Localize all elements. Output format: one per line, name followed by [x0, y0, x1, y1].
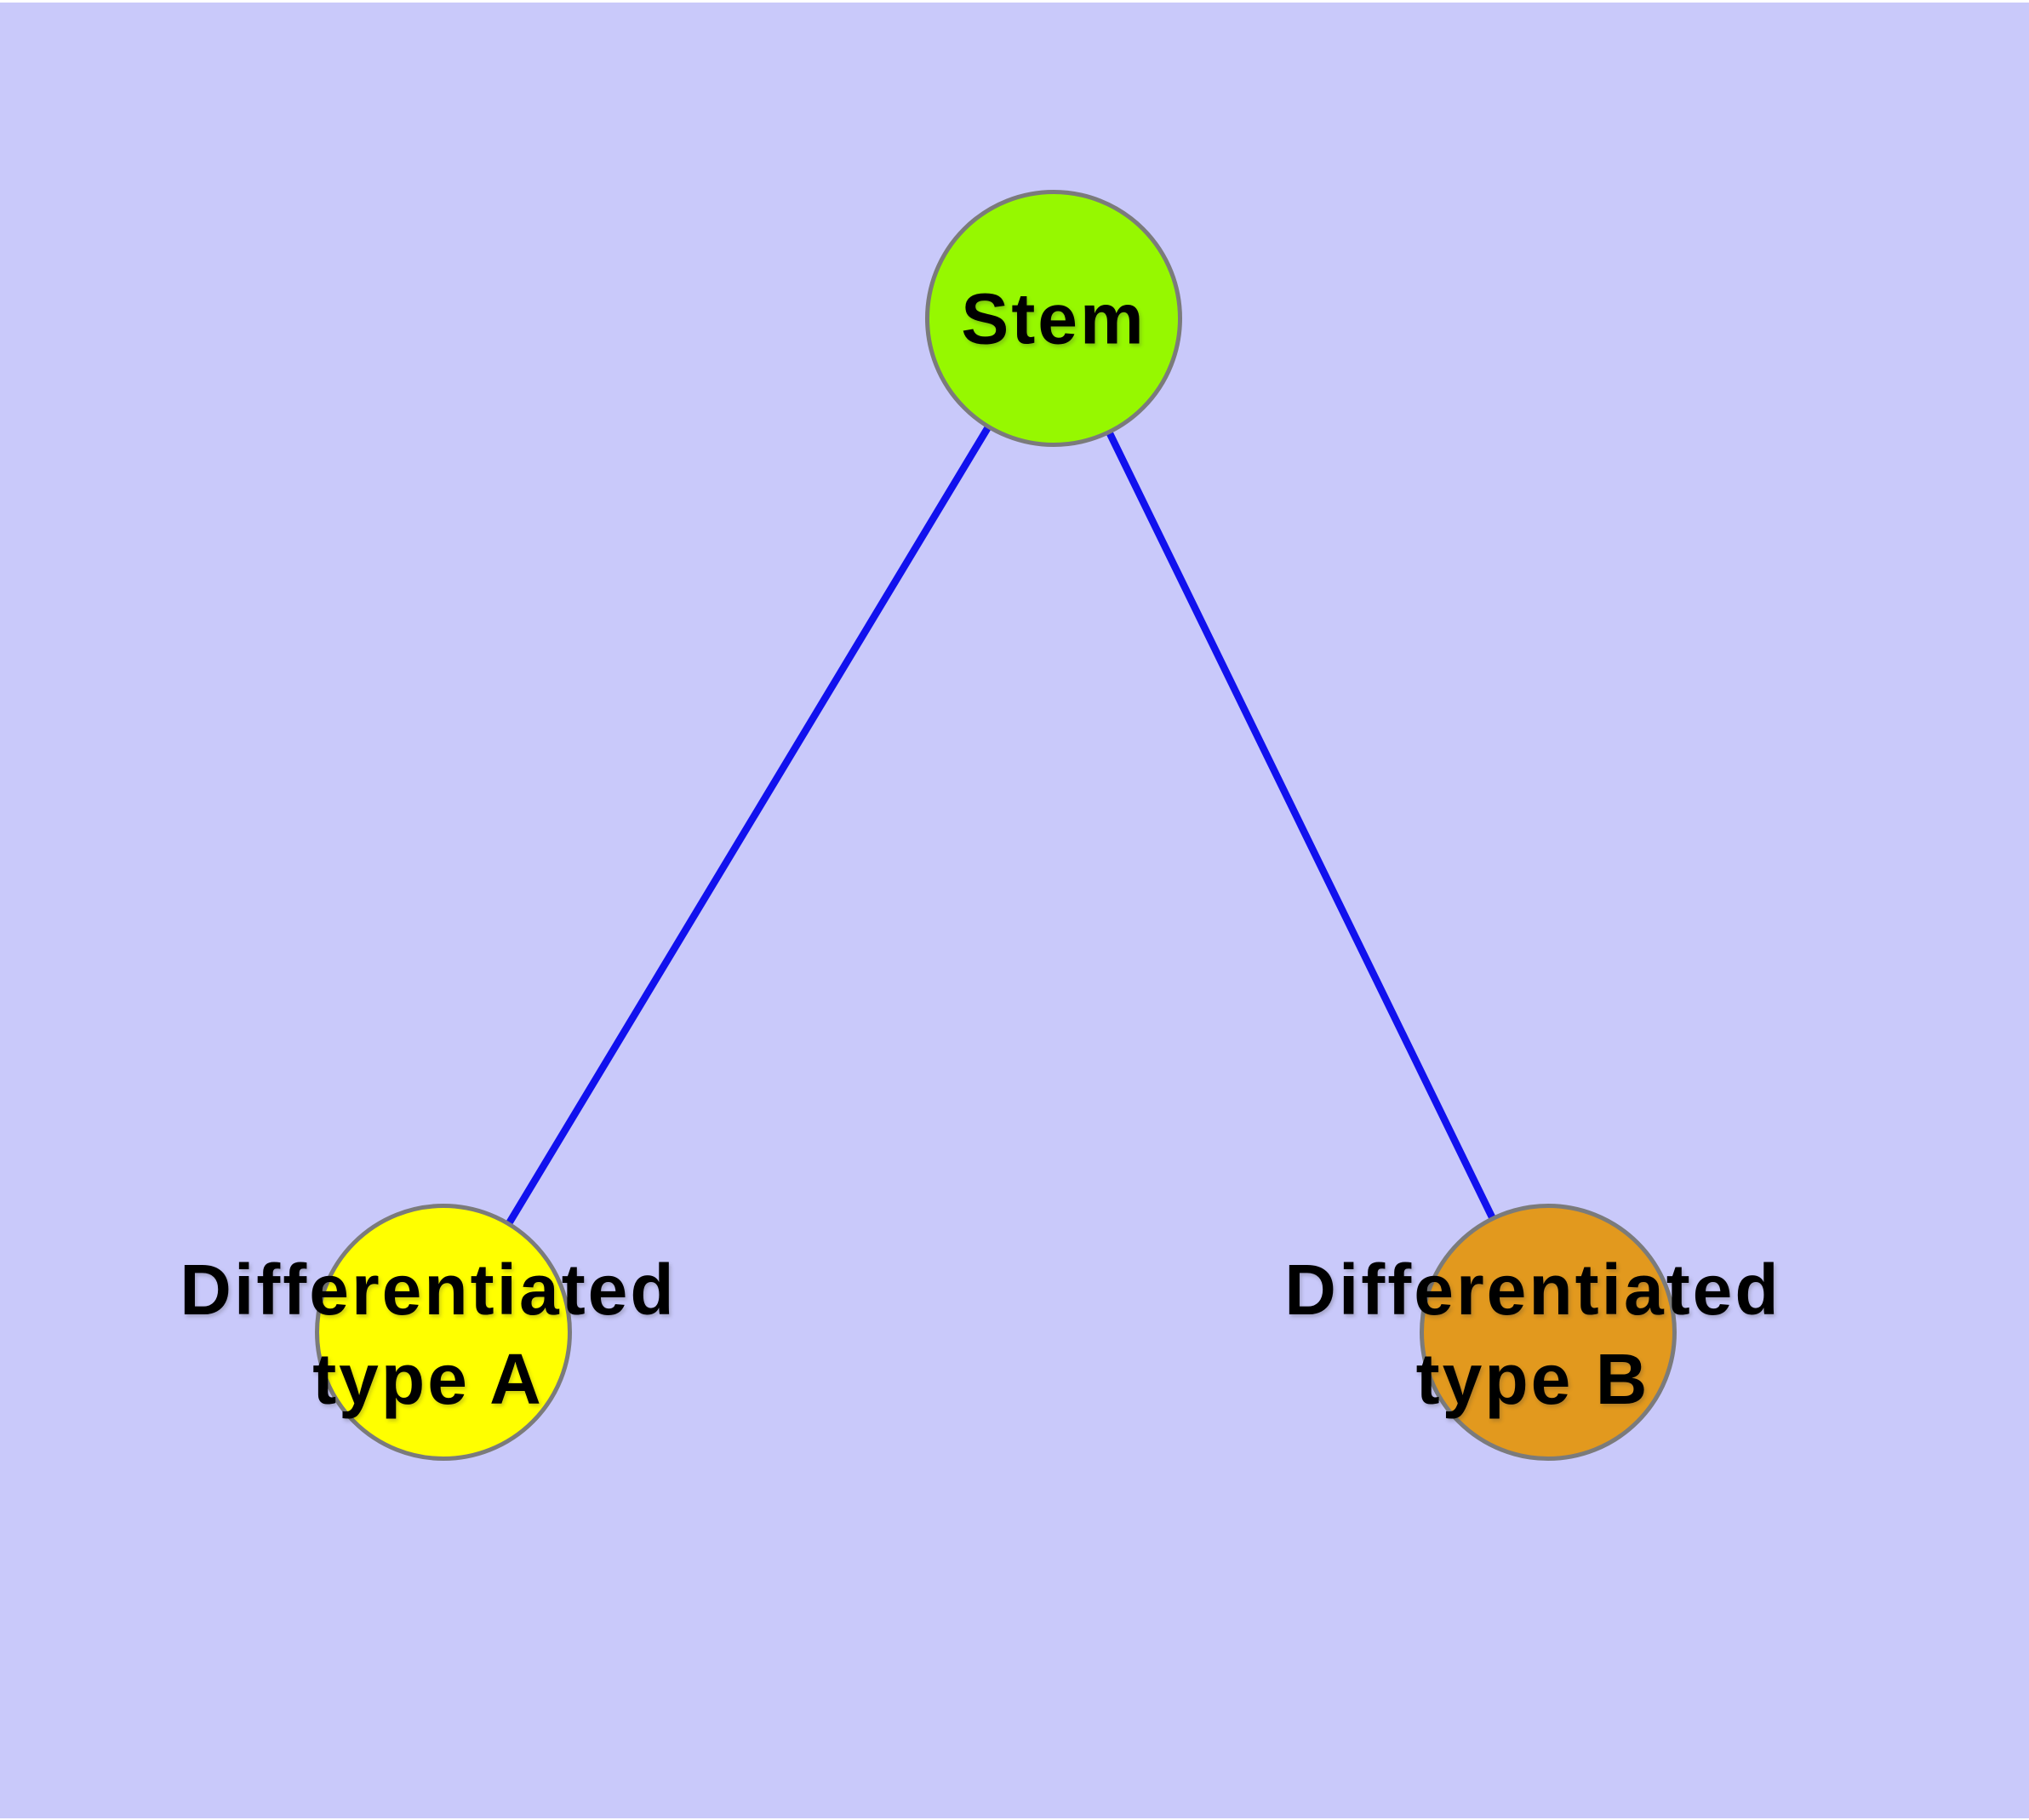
differentiated-type-a-node-circle — [315, 1204, 572, 1461]
differentiated-type-b-node-circle — [1420, 1204, 1677, 1461]
stem-node-label: Stem — [961, 275, 1146, 364]
diff-a-label-line1: Differentiated — [180, 1250, 677, 1330]
diff-b-label-line2: type B — [1415, 1339, 1650, 1419]
differentiated-type-b-node-label: Differentiated type B — [1284, 1245, 1780, 1424]
diff-a-label-line2: type A — [312, 1339, 544, 1419]
diff-b-label-line1: Differentiated — [1284, 1250, 1781, 1330]
edge-stem-to-type-a — [439, 314, 1058, 1336]
edge-stem-to-type-b — [1049, 314, 1552, 1336]
stem-label-text: Stem — [961, 278, 1146, 359]
stem-node-circle — [925, 190, 1182, 447]
differentiated-type-a-node-label: Differentiated type A — [180, 1245, 676, 1424]
